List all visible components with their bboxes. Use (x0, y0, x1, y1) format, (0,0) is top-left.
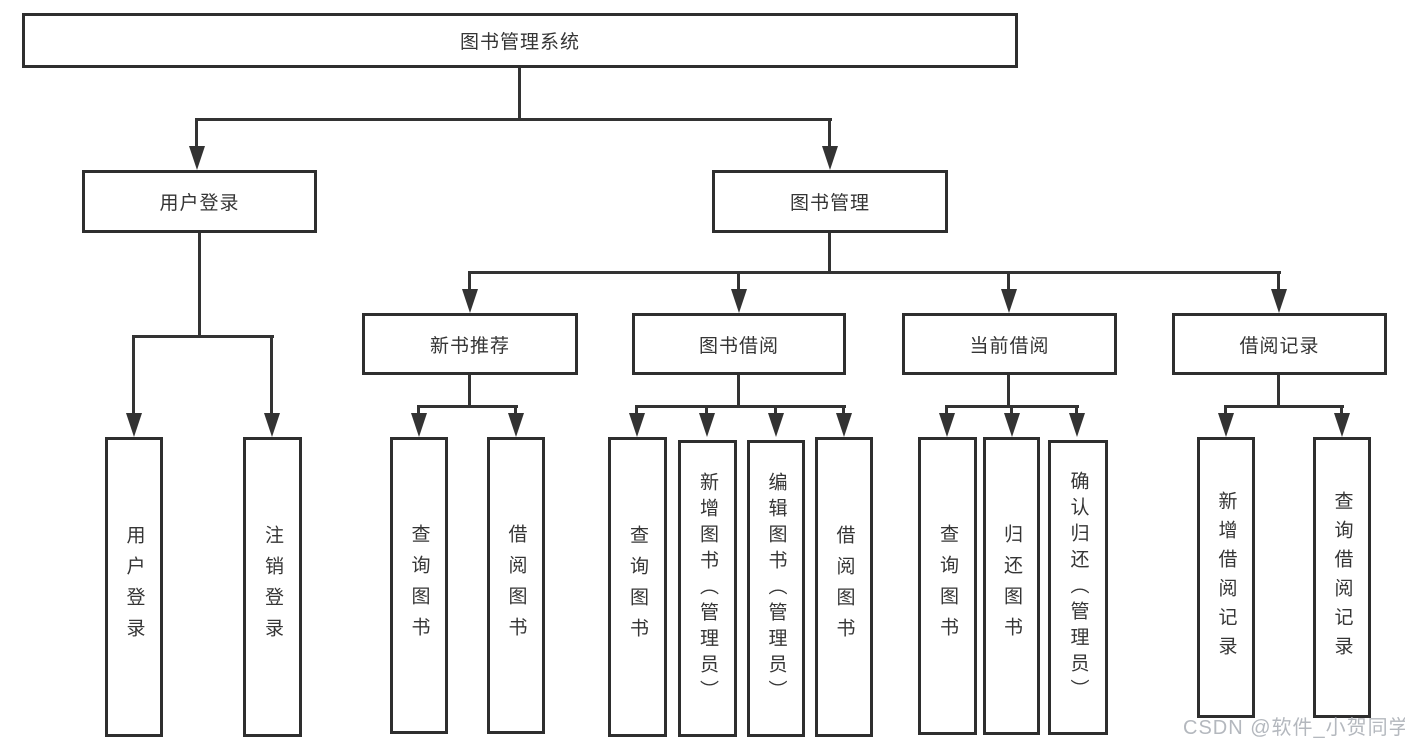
arrow-down-icon (629, 413, 645, 437)
connector-to-user-login (195, 118, 198, 150)
leaf-add-book-admin: 新增图书（管理员） (678, 440, 737, 737)
connector-leaf-stub (1010, 405, 1013, 417)
node-borrowing-records: 借阅记录 (1172, 313, 1387, 375)
connector-borrowing-records-hline (1224, 405, 1344, 408)
connector-to-book-management (828, 118, 831, 150)
connector-current-borrowing-stem (1007, 375, 1010, 405)
connector-root-hline (196, 118, 832, 121)
arrow-down-icon (768, 413, 784, 437)
connector-leaf-stub (514, 405, 517, 417)
arrow-down-icon (1004, 413, 1020, 437)
arrow-down-icon (699, 413, 715, 437)
node-borrowing-records-label: 借阅记录 (1239, 335, 1320, 357)
arrow-down-icon (462, 289, 478, 313)
connector-to-leaf-logout (270, 335, 273, 417)
connector-book-management-hline (468, 271, 1281, 274)
arrow-down-icon (1069, 413, 1085, 437)
arrow-down-icon (126, 413, 142, 437)
connector-leaf-stub (945, 405, 948, 417)
arrow-down-icon (1271, 289, 1287, 313)
connector-new-book-hline (417, 405, 518, 408)
connector-leaf-stub (635, 405, 638, 417)
leaf-query-books-recommend-label: 查询图书 (408, 523, 430, 648)
node-new-book-recommendation-label: 新书推荐 (429, 335, 510, 357)
node-current-borrowing: 当前借阅 (902, 313, 1117, 375)
leaf-logout-label: 注销登录 (262, 525, 283, 649)
connector-to-new-book (468, 271, 471, 293)
csdn-watermark: CSDN @软件_小贺同学 (1183, 717, 1405, 739)
leaf-query-books-recommend: 查询图书 (390, 437, 448, 734)
node-new-book-recommendation: 新书推荐 (362, 313, 578, 375)
connector-to-leaf-user-login (132, 335, 135, 417)
connector-to-borrowing-records (1277, 271, 1280, 293)
arrow-down-icon (189, 146, 205, 170)
connector-book-borrowing-hline (635, 405, 846, 408)
leaf-query-borrow-record: 查询借阅记录 (1313, 437, 1371, 718)
connector-leaf-stub (1340, 405, 1343, 417)
leaf-borrow-books-recommend: 借阅图书 (487, 437, 545, 734)
leaf-add-borrow-record: 新增借阅记录 (1197, 437, 1255, 718)
leaf-query-books-borrowing-label: 查询图书 (627, 525, 648, 649)
connector-user-login-hline (132, 335, 274, 338)
arrow-down-icon (264, 413, 280, 437)
leaf-confirm-return-admin-label: 确认归还（管理员） (1067, 470, 1089, 705)
leaf-borrow-books-borrowing-label: 借阅图书 (833, 525, 855, 649)
arrow-down-icon (731, 289, 747, 313)
arrow-down-icon (1001, 289, 1017, 313)
leaf-borrow-books-borrowing: 借阅图书 (815, 437, 873, 737)
node-library-system: 图书管理系统 (22, 13, 1018, 68)
arrow-down-icon (508, 413, 524, 437)
leaf-confirm-return-admin: 确认归还（管理员） (1048, 440, 1108, 735)
connector-leaf-stub (705, 405, 708, 417)
connector-leaf-stub (417, 405, 420, 417)
node-user-login-label: 用户登录 (159, 193, 240, 214)
leaf-add-borrow-record-label: 新增借阅记录 (1215, 490, 1237, 665)
connector-leaf-stub (774, 405, 777, 417)
arrow-down-icon (411, 413, 427, 437)
arrow-down-icon (822, 146, 838, 170)
leaf-return-books-label: 归还图书 (1001, 524, 1022, 648)
leaf-query-books-borrowing: 查询图书 (608, 437, 667, 737)
leaf-query-books-current-label: 查询图书 (937, 524, 958, 648)
arrow-down-icon (939, 413, 955, 437)
connector-leaf-stub (1224, 405, 1227, 417)
leaf-edit-book-admin: 编辑图书（管理员） (747, 440, 805, 737)
leaf-query-books-current: 查询图书 (918, 437, 977, 735)
connector-to-current-borrowing (1007, 271, 1010, 293)
leaf-query-borrow-record-label: 查询借阅记录 (1331, 490, 1353, 665)
connector-leaf-stub (842, 405, 845, 417)
node-library-system-label: 图书管理系统 (459, 32, 580, 53)
leaf-add-book-admin-label: 新增图书（管理员） (697, 471, 718, 706)
leaf-user-login: 用户登录 (105, 437, 163, 737)
node-book-borrowing: 图书借阅 (632, 313, 846, 375)
connector-new-book-stem (468, 375, 471, 405)
leaf-edit-book-admin-label: 编辑图书（管理员） (765, 471, 787, 706)
connector-leaf-stub (1075, 405, 1078, 417)
node-book-management: 图书管理 (712, 170, 948, 233)
connector-root-stem (518, 68, 521, 118)
leaf-return-books: 归还图书 (983, 437, 1040, 735)
connector-book-borrowing-stem (737, 375, 740, 405)
node-user-login: 用户登录 (82, 170, 317, 233)
leaf-user-login-label: 用户登录 (123, 525, 145, 649)
leaf-borrow-books-recommend-label: 借阅图书 (505, 523, 527, 648)
leaf-logout: 注销登录 (243, 437, 302, 737)
connector-user-login-stem (198, 233, 201, 335)
arrow-down-icon (1218, 413, 1234, 437)
connector-to-book-borrowing (737, 271, 740, 293)
node-current-borrowing-label: 当前借阅 (969, 335, 1050, 357)
node-book-management-label: 图书管理 (789, 193, 870, 214)
arrow-down-icon (836, 413, 852, 437)
arrow-down-icon (1334, 413, 1350, 437)
connector-borrowing-records-stem (1277, 375, 1280, 405)
connector-book-management-stem (828, 233, 831, 271)
node-book-borrowing-label: 图书借阅 (698, 335, 779, 357)
